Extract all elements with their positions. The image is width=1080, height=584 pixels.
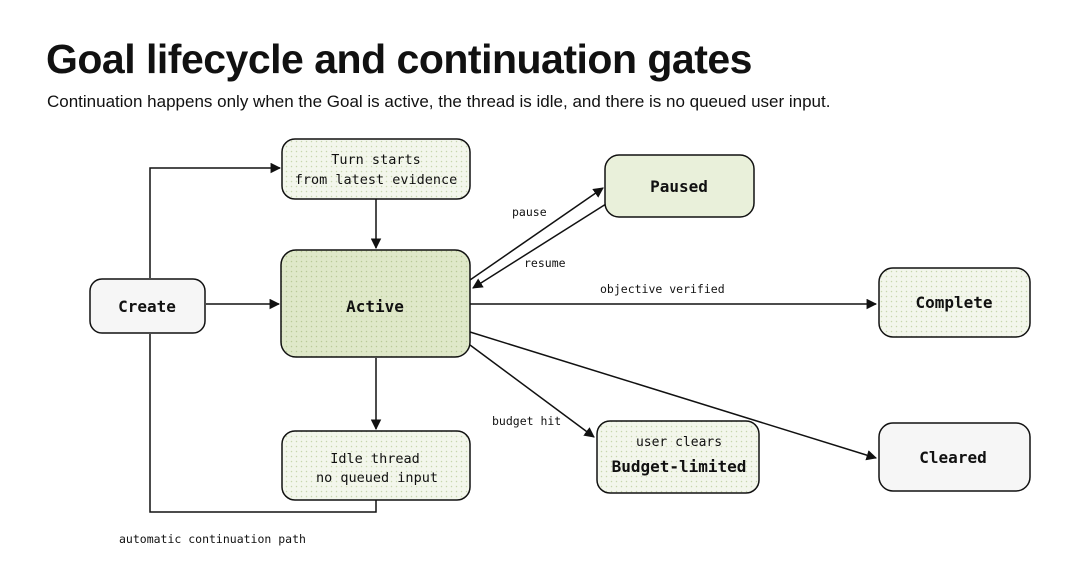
node-idle-line2: no queued input (316, 470, 438, 486)
edge-idle-continuation-path (149, 334, 377, 513)
node-idle-line1: Idle thread (330, 451, 419, 467)
edge-active-to-cleared (469, 331, 878, 461)
edge-active-to-paused (469, 187, 604, 281)
edges (149, 162, 878, 513)
node-create-label: Create (118, 297, 176, 316)
node-budget-limited[interactable]: user clears Budget-limited (596, 420, 760, 494)
page-title: Goal lifecycle and continuation gates (46, 36, 753, 82)
edge-paused-to-active (472, 203, 607, 289)
node-complete[interactable]: Complete (878, 267, 1031, 338)
edge-create-to-turn (149, 162, 282, 278)
node-paused-label: Paused (650, 177, 708, 196)
node-turn-starts[interactable]: Turn starts from latest evidence (281, 138, 471, 200)
node-turn-line1: Turn starts (331, 152, 420, 168)
edge-label-pause: pause (512, 205, 547, 219)
page-subtitle: Continuation happens only when the Goal … (47, 92, 831, 111)
node-active-label: Active (346, 297, 404, 316)
edge-active-to-budget (469, 344, 595, 438)
node-paused[interactable]: Paused (604, 154, 755, 218)
edge-label-automatic-continuation: automatic continuation path (119, 532, 306, 546)
node-complete-label: Complete (915, 293, 992, 312)
node-cleared-label: Cleared (919, 448, 986, 467)
node-idle-thread[interactable]: Idle thread no queued input (281, 430, 471, 501)
edge-label-objective-verified: objective verified (600, 282, 725, 296)
node-cleared[interactable]: Cleared (878, 422, 1031, 492)
node-budget-line2: Budget-limited (612, 457, 747, 476)
node-budget-line1: user clears (636, 435, 722, 450)
edge-label-resume: resume (524, 256, 566, 270)
node-active[interactable]: Active (280, 249, 471, 358)
edge-label-budget-hit: budget hit (492, 414, 561, 428)
node-turn-line2: from latest evidence (295, 172, 458, 188)
node-create[interactable]: Create (89, 278, 206, 334)
